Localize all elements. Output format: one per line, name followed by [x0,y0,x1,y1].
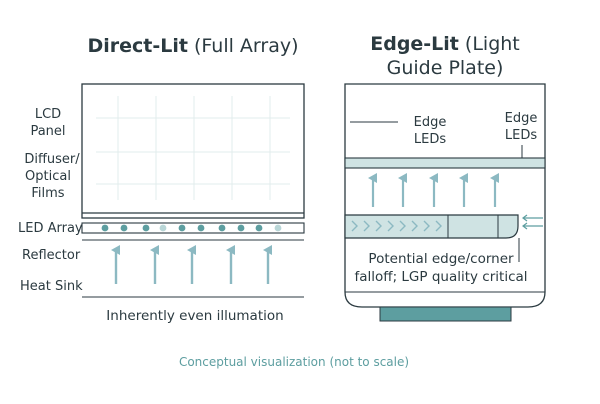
display-stand [379,306,512,322]
heat-sink-label: Heat Sink [20,279,83,294]
led-dot [255,224,263,232]
led-dot [101,224,109,232]
edge-lit-title-line1: Edge-Lit (Light [370,33,520,55]
edge-leds-right-line2: LEDs [505,128,537,143]
led-dot [197,224,205,232]
edge-leds-left-line1: Edge [414,115,447,130]
led-dot [178,224,186,232]
diffuser-label-line2: Optical [25,169,71,184]
lcd-label-line2: Panel [30,124,65,139]
light-arrows-edge [368,173,499,207]
lgp-chevrons [351,220,442,232]
led-dot [142,224,150,232]
diffuser-label-line1: Diffuser/ [24,152,80,167]
edge-lit-caption-line1: Potential edge/corner [368,251,514,267]
direct-lit-caption: Inherently even illumation [106,308,283,324]
edge-leds-left-line2: LEDs [414,132,446,147]
led-array-label: LED Array [18,221,83,236]
lcd-label-line1: LCD [35,107,61,122]
led-dot [237,224,245,232]
footer-note: Conceptual visualization (not to scale) [179,355,409,369]
led-array-strip [81,222,305,234]
led-dot [159,224,167,232]
light-arrows-direct [111,245,272,284]
lcd-panel [81,83,305,219]
edge-lit-frame [344,83,546,308]
edge-lit-caption-line2: falloff; LGP quality critical [354,269,527,285]
panel-grid [96,96,290,200]
led-dot [120,224,128,232]
reflector-label: Reflector [22,248,81,263]
led-dot [218,224,226,232]
edge-lcd-plate [344,157,546,169]
diffuser-label-line3: Films [31,186,64,201]
edge-led-rays [522,214,543,230]
led-dots [101,224,282,232]
light-guide-plate [344,214,519,239]
edge-leds-right-line1: Edge [505,111,538,126]
edge-lit-title-line2: Guide Plate) [387,57,504,79]
direct-lit-title: Direct-Lit (Full Array) [87,35,298,57]
led-dot [274,224,282,232]
